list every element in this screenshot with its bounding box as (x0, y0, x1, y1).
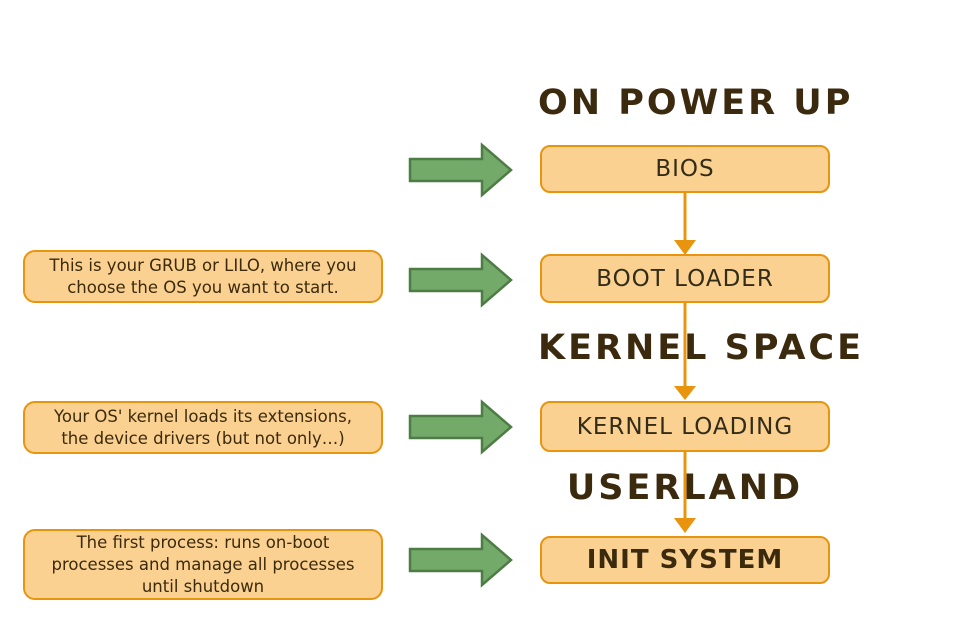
section-heading-on-power-up: ON POWER UP (538, 83, 854, 123)
note-line: choose the OS you want to start. (67, 277, 339, 297)
green-right-arrow-init-system (408, 532, 513, 588)
section-heading-userland: USERLAND (566, 468, 804, 508)
note-box-boot-loader: This is your GRUB or LILO, where you cho… (23, 250, 383, 303)
flow-box-init-system: INIT SYSTEM (540, 536, 830, 584)
flow-box-boot-loader-label: BOOT LOADER (596, 265, 774, 292)
note-box-init-system: The first process: runs on-boot processe… (23, 529, 383, 600)
note-line: the device drivers (but not only…) (61, 428, 345, 448)
note-line: until shutdown (141, 576, 265, 596)
flow-box-kernel-loading-label: KERNEL LOADING (576, 413, 794, 440)
green-right-arrow-bios (408, 142, 513, 198)
green-right-arrow-boot-loader (408, 252, 513, 308)
note-line: Your OS' kernel loads its extensions, (53, 406, 353, 426)
note-line: processes and manage all processes (51, 554, 355, 574)
note-box-kernel-loading: Your OS' kernel loads its extensions, th… (23, 401, 383, 454)
note-line: The first process: runs on-boot (76, 532, 330, 552)
flow-box-bios: BIOS (540, 145, 830, 193)
flow-box-kernel-loading: KERNEL LOADING (540, 401, 830, 452)
note-line: This is your GRUB or LILO, where you (49, 255, 357, 275)
green-right-arrow-kernel-loading (408, 399, 513, 455)
arrowhead-kernel-to-init (674, 518, 696, 533)
flow-box-init-system-label: INIT SYSTEM (586, 545, 784, 575)
flow-box-boot-loader: BOOT LOADER (540, 254, 830, 303)
arrowhead-bootloader-to-kernel (674, 386, 696, 400)
flow-box-bios-label: BIOS (655, 156, 715, 182)
section-heading-kernel-space: KERNEL SPACE (538, 328, 864, 368)
arrowhead-bios-to-bootloader (674, 240, 696, 255)
